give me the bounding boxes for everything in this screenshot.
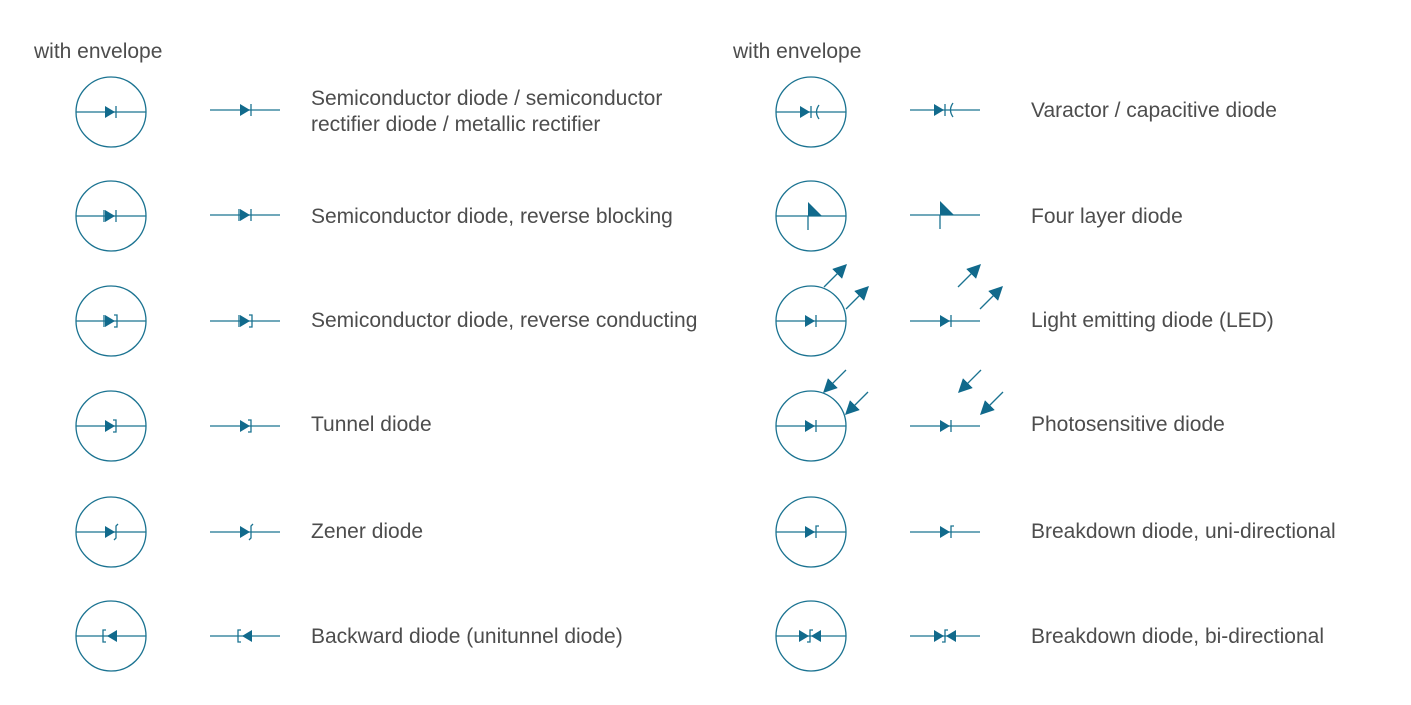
four-layer-enveloped-icon <box>775 180 847 252</box>
semiconductor-diode-icon <box>210 104 280 116</box>
breakdown-uni-enveloped-icon <box>775 496 847 568</box>
semiconductor-diode-enveloped-icon <box>75 76 147 148</box>
left-column-header: with envelope <box>34 40 163 63</box>
breakdown-bi-enveloped-icon <box>775 600 847 672</box>
tunnel-diode-enveloped-icon <box>75 390 147 462</box>
four-layer-diode-icon <box>910 201 980 229</box>
label-photosensitive: Photosensitive diode <box>1031 413 1225 436</box>
photosensitive-diode-icon <box>910 369 1004 432</box>
breakdown-uni-diode-icon <box>910 525 980 538</box>
led-icon <box>910 264 1003 327</box>
reverse-conducting-enveloped-icon <box>75 285 147 357</box>
zener-diode-icon <box>210 523 280 541</box>
label-tunnel-diode: Tunnel diode <box>311 413 432 436</box>
label-reverse-blocking: Semiconductor diode, reverse blocking <box>311 205 673 228</box>
right-column-header: with envelope <box>733 40 862 63</box>
zener-diode-enveloped-icon <box>75 496 147 568</box>
label-four-layer: Four layer diode <box>1031 205 1183 228</box>
reverse-blocking-diode-icon <box>210 209 280 221</box>
label-semiconductor-diode: Semiconductor diode / semiconductor rect… <box>311 87 663 136</box>
backward-diode-enveloped-icon <box>75 600 147 672</box>
led-enveloped-icon <box>775 264 869 357</box>
label-varactor: Varactor / capacitive diode <box>1031 99 1277 122</box>
label-reverse-conducting: Semiconductor diode, reverse conducting <box>311 309 698 332</box>
varactor-diode-icon <box>910 102 980 118</box>
reverse-conducting-diode-icon <box>210 314 280 328</box>
label-breakdown-bi: Breakdown diode, bi-directional <box>1031 625 1325 648</box>
photosensitive-enveloped-icon <box>775 369 869 462</box>
varactor-enveloped-icon <box>775 76 847 148</box>
label-backward-diode: Backward diode (unitunnel diode) <box>311 625 623 648</box>
reverse-blocking-enveloped-icon <box>75 180 147 252</box>
label-breakdown-uni: Breakdown diode, uni-directional <box>1031 520 1336 543</box>
label-zener-diode: Zener diode <box>311 520 424 543</box>
breakdown-bi-diode-icon <box>910 629 980 643</box>
tunnel-diode-icon <box>210 419 280 433</box>
label-led: Light emitting diode (LED) <box>1031 309 1274 332</box>
backward-diode-icon <box>210 629 280 643</box>
